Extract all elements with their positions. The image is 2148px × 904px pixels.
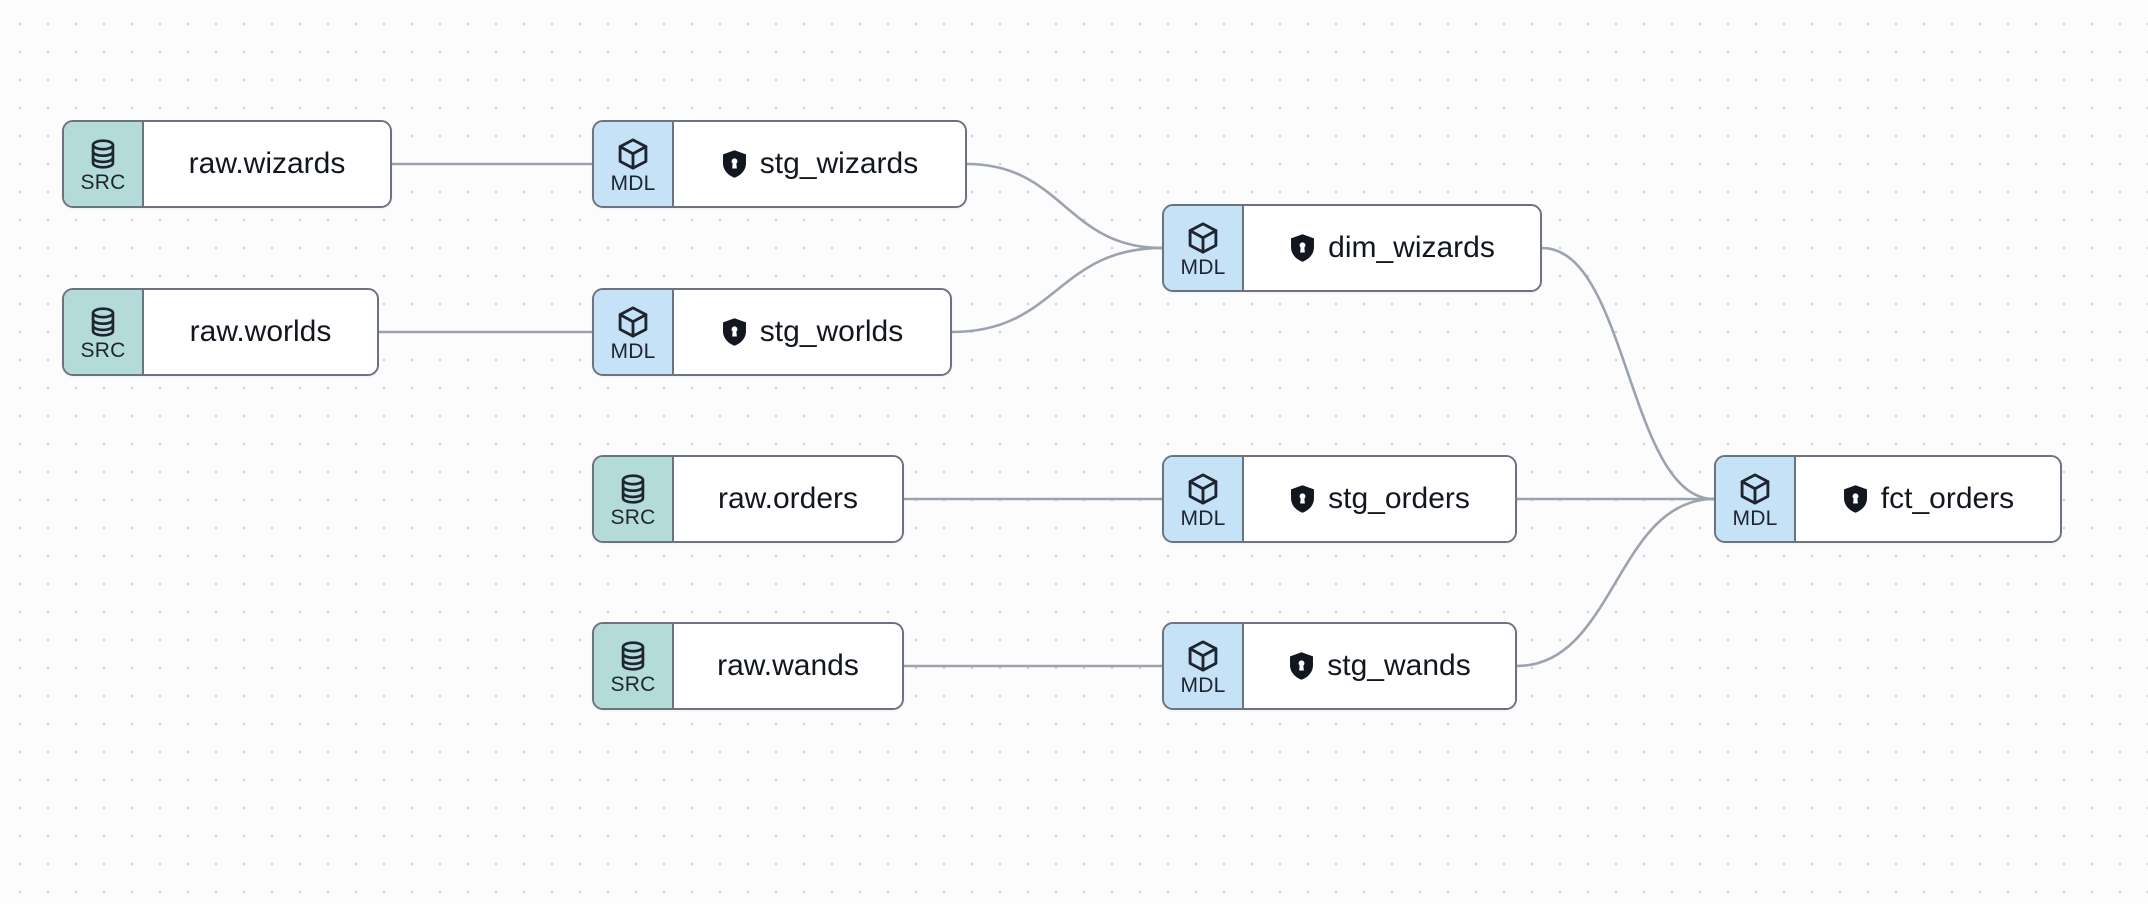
edge-stg_worlds-to-dim_wizards[interactable] [950, 246, 1164, 334]
shield-lock-icon [1842, 484, 1869, 514]
node-raw_wands[interactable]: SRC raw.wands [592, 622, 904, 710]
node-label: stg_worlds [759, 315, 904, 348]
node-type-badge-stg_orders: MDL [1164, 457, 1244, 541]
node-body-stg_worlds: stg_worlds [674, 290, 950, 374]
node-type-badge-dim_wizards: MDL [1164, 206, 1244, 290]
node-label: raw.wands [717, 649, 859, 682]
edge-stg_wizards-to-dim_wizards[interactable] [965, 162, 1164, 250]
badge-label: MDL [610, 172, 656, 195]
node-type-badge-fct_orders: MDL [1716, 457, 1796, 541]
database-icon [86, 137, 120, 171]
node-label: stg_wizards [759, 147, 919, 180]
edge-dim_wizards-to-fct_orders[interactable] [1540, 246, 1716, 501]
badge-label: MDL [1180, 674, 1226, 697]
node-type-badge-raw_wands: SRC [594, 624, 674, 708]
badge-label: SRC [610, 673, 656, 696]
shield-lock-icon [1289, 233, 1316, 263]
node-raw_orders[interactable]: SRC raw.orders [592, 455, 904, 543]
shield-lock-icon [1288, 651, 1315, 681]
node-label: stg_wands [1327, 649, 1471, 682]
node-label: stg_orders [1328, 482, 1470, 515]
node-dim_wizards[interactable]: MDL dim_wizards [1162, 204, 1542, 292]
node-body-stg_wizards: stg_wizards [674, 122, 965, 206]
badge-label: MDL [1180, 507, 1226, 530]
node-raw_wizards[interactable]: SRC raw.wizards [62, 120, 392, 208]
cube-icon [1185, 471, 1221, 507]
node-body-raw_worlds: raw.worlds [144, 290, 377, 374]
node-label: fct_orders [1880, 482, 2015, 515]
shield-lock-icon [721, 317, 748, 347]
shield-lock-icon [721, 149, 748, 179]
node-body-stg_wands: stg_wands [1244, 624, 1515, 708]
badge-label: MDL [1732, 507, 1778, 530]
badge-label: SRC [80, 171, 126, 194]
badge-label: SRC [610, 506, 656, 529]
badge-label: MDL [1180, 256, 1226, 279]
cube-icon [615, 304, 651, 340]
node-stg_wizards[interactable]: MDL stg_wizards [592, 120, 967, 208]
node-stg_wands[interactable]: MDL stg_wands [1162, 622, 1517, 710]
edge-stg_wands-to-fct_orders[interactable] [1515, 497, 1716, 668]
node-label: dim_wizards [1328, 231, 1495, 264]
node-stg_worlds[interactable]: MDL stg_worlds [592, 288, 952, 376]
node-body-stg_orders: stg_orders [1244, 457, 1515, 541]
cube-icon [1737, 471, 1773, 507]
node-body-fct_orders: fct_orders [1796, 457, 2060, 541]
node-raw_worlds[interactable]: SRC raw.worlds [62, 288, 379, 376]
node-body-raw_orders: raw.orders [674, 457, 902, 541]
node-label: raw.worlds [189, 315, 332, 348]
node-body-raw_wizards: raw.wizards [144, 122, 390, 206]
node-type-badge-stg_wands: MDL [1164, 624, 1244, 708]
node-stg_orders[interactable]: MDL stg_orders [1162, 455, 1517, 543]
database-icon [616, 472, 650, 506]
badge-label: SRC [80, 339, 126, 362]
node-type-badge-stg_worlds: MDL [594, 290, 674, 374]
node-label: raw.wizards [188, 147, 346, 180]
database-icon [86, 305, 120, 339]
cube-icon [615, 136, 651, 172]
node-type-badge-raw_worlds: SRC [64, 290, 144, 374]
cube-icon [1185, 638, 1221, 674]
database-icon [616, 639, 650, 673]
badge-label: MDL [610, 340, 656, 363]
node-type-badge-raw_orders: SRC [594, 457, 674, 541]
node-label: raw.orders [717, 482, 859, 515]
node-body-dim_wizards: dim_wizards [1244, 206, 1540, 290]
shield-lock-icon [1289, 484, 1316, 514]
node-type-badge-raw_wizards: SRC [64, 122, 144, 206]
node-type-badge-stg_wizards: MDL [594, 122, 674, 206]
cube-icon [1185, 220, 1221, 256]
node-body-raw_wands: raw.wands [674, 624, 902, 708]
node-fct_orders[interactable]: MDL fct_orders [1714, 455, 2062, 543]
